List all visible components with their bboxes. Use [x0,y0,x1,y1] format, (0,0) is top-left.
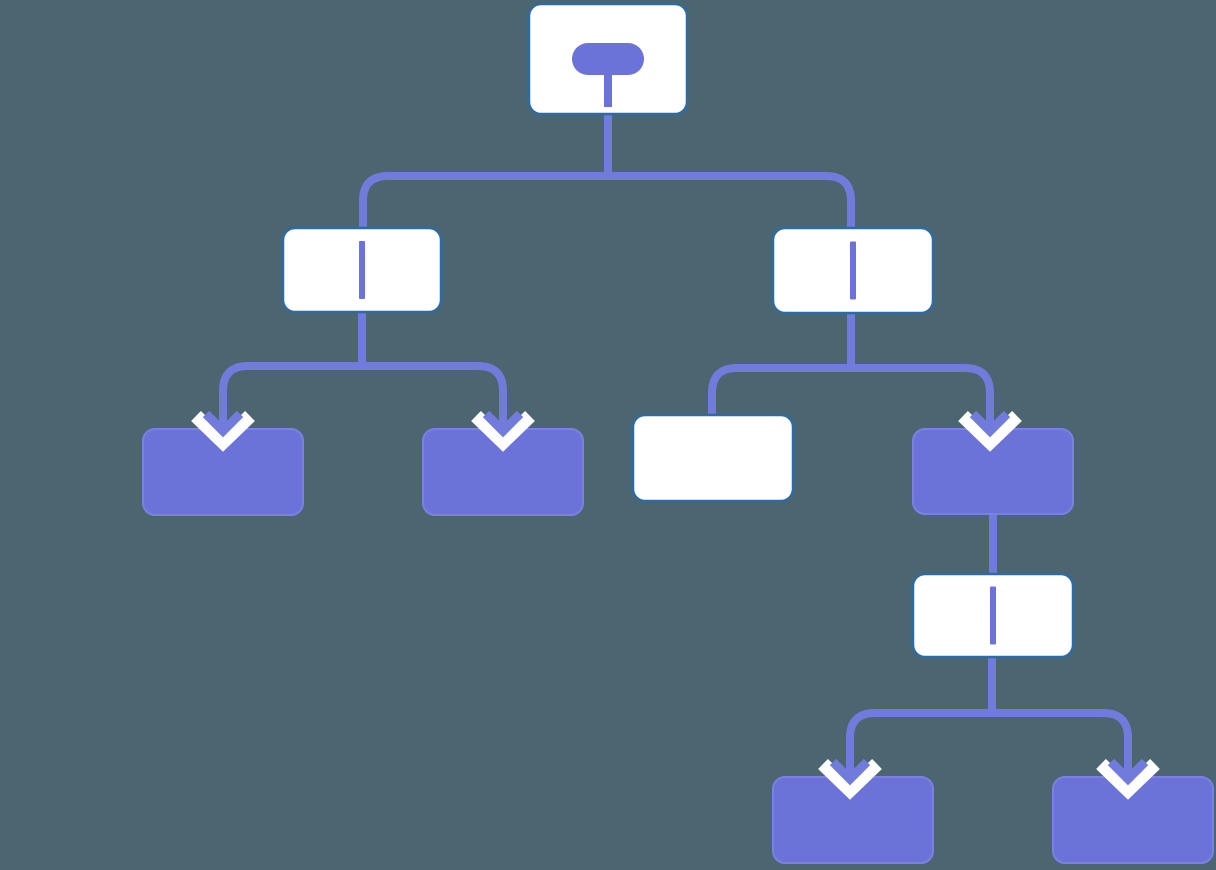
arrow-white-chevron [958,410,1022,452]
collapse-arrow-icon [191,410,255,452]
arrow-purple-chevron [1107,758,1149,786]
vertical-line-icon [990,586,996,645]
collapse-arrow-icon [1096,758,1160,800]
node-sub-branch [911,572,1075,659]
node-leaf-right-white [631,413,795,503]
collapse-arrow-icon [471,410,535,452]
node-root [527,2,689,116]
root-pill-stem [604,73,612,107]
arrow-purple-chevron [202,410,244,438]
arrow-white-chevron [471,410,535,452]
root-pill-icon [572,43,644,75]
node-branch-right [771,226,935,315]
connector-level1-bar [359,172,855,232]
node-branch-left [281,226,443,314]
node-box-leaf-right-white[interactable] [631,413,795,503]
connector-sub-branch-bar [846,709,1132,775]
vertical-line-icon [359,241,365,299]
arrow-white-chevron [818,758,882,800]
vertical-line-icon [850,241,856,300]
arrow-purple-chevron [969,410,1011,438]
arrow-white-chevron [1096,758,1160,800]
collapse-arrow-icon [818,758,882,800]
collapse-arrow-icon [958,410,1022,452]
connector-branch-right-bar [708,364,994,427]
connector-branch-left-bar [219,362,507,427]
arrow-purple-chevron [829,758,871,786]
arrow-white-chevron [191,410,255,452]
arrow-purple-chevron [482,410,524,438]
